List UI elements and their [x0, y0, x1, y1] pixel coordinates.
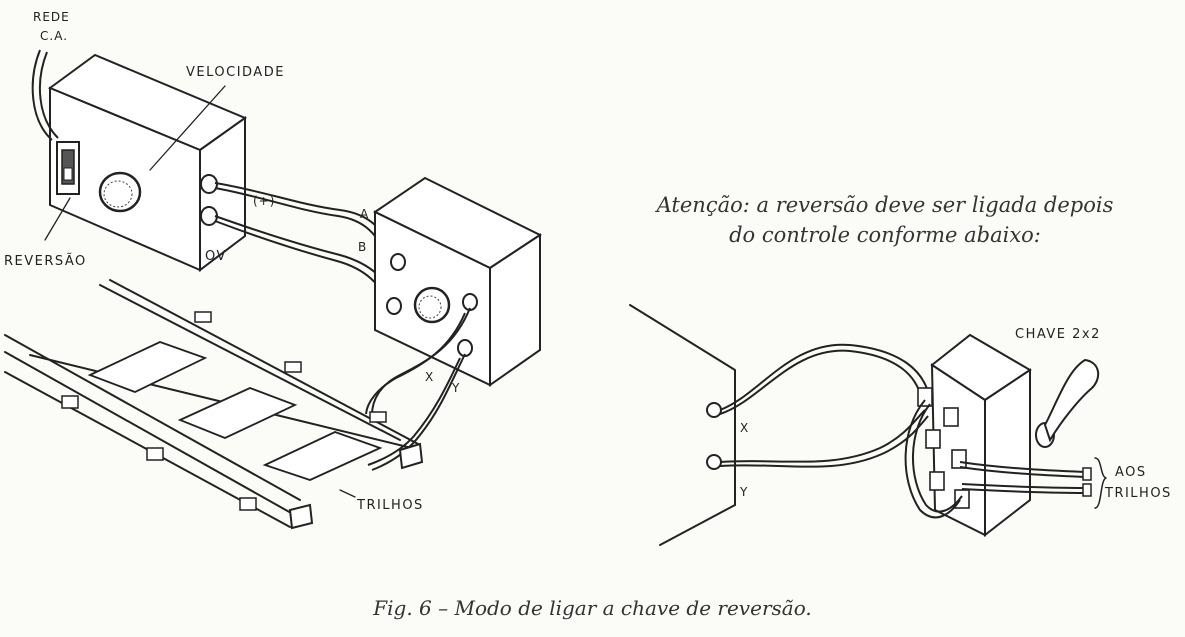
label-y: Y — [451, 381, 460, 395]
controller-detail-box — [629, 304, 736, 546]
label-x: X — [425, 370, 434, 384]
label-reversao: REVERSÃO — [4, 253, 87, 269]
attention-note: Atenção: a reversão deve ser ligada depo… — [600, 190, 1170, 250]
label-rede: REDE — [33, 10, 70, 24]
switch-crossover-wires — [904, 399, 963, 519]
track-wires — [365, 307, 471, 471]
detail-wires — [719, 343, 931, 468]
reversal-switch — [56, 141, 80, 195]
controller-terminals — [386, 253, 478, 357]
figure-caption: Fig. 6 – Modo de ligar a chave de revers… — [373, 596, 812, 620]
controller-knob — [413, 286, 451, 324]
label-chave: CHAVE 2x2 — [1015, 327, 1101, 342]
label-ca: C.A. — [40, 29, 68, 43]
switch-lever — [1035, 358, 1100, 448]
label-y-detail: Y — [739, 485, 748, 499]
label-pointers — [44, 85, 226, 241]
controller-box — [373, 176, 543, 387]
dpdt-switch — [930, 333, 1032, 538]
speed-knob — [98, 171, 142, 213]
attention-note-line1: Atenção: a reversão deve ser ligada depo… — [656, 193, 1114, 217]
detail-terminals — [706, 402, 722, 470]
track — [4, 279, 424, 530]
label-trilhos: TRILHOS — [356, 498, 424, 513]
label-trilhos-right: TRILHOS — [1104, 486, 1172, 501]
aos-trilhos-brace — [1094, 457, 1107, 509]
label-b: B — [358, 240, 367, 254]
label-plus: (+) — [253, 194, 275, 208]
label-velocidade: VELOCIDADE — [186, 65, 285, 80]
label-aos: AOS — [1115, 465, 1147, 480]
label-a: A — [360, 207, 369, 221]
switch-lugs — [917, 387, 970, 509]
label-x-detail: X — [740, 421, 749, 435]
mains-cable — [31, 49, 59, 141]
track-output-wires — [959, 461, 1092, 497]
attention-note-line2: do controle conforme abaixo: — [729, 223, 1041, 247]
label-ov: OV — [205, 249, 227, 264]
